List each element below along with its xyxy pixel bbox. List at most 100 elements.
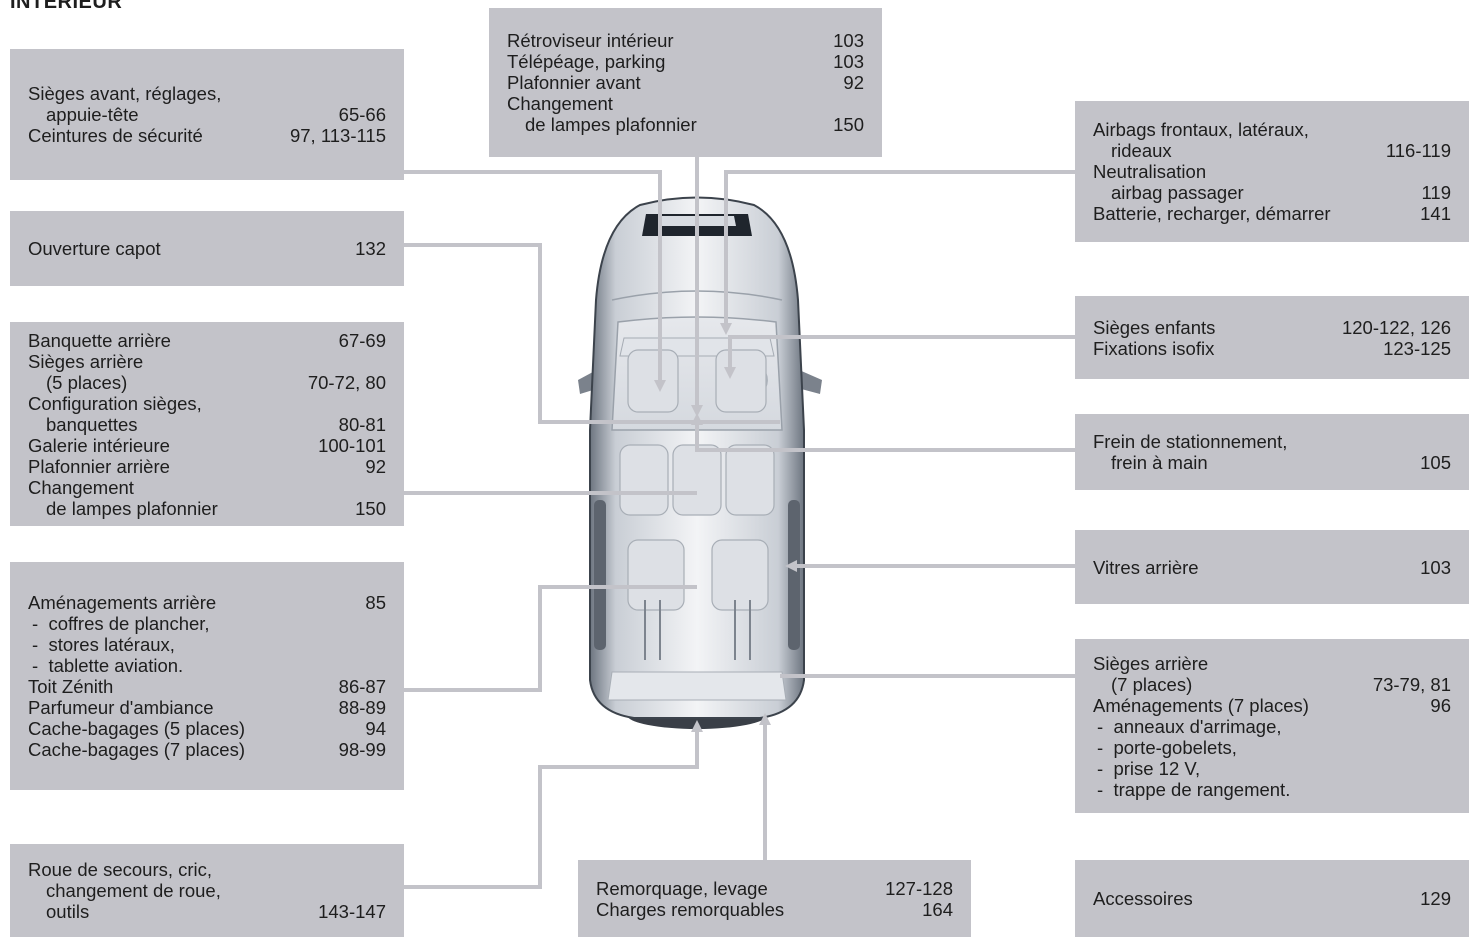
reference-entry: - anneaux d'arrimage,	[1093, 716, 1451, 737]
reference-entry: Changement	[507, 93, 864, 114]
entry-label: Neutralisation	[1093, 161, 1207, 182]
entry-page-ref: 105	[1420, 452, 1451, 473]
reference-entry: Fixations isofix 123-125	[1093, 338, 1451, 359]
reference-entry: Airbags frontaux, latéraux,	[1093, 119, 1451, 140]
entry-label: - prise 12 V,	[1097, 757, 1201, 779]
entry-page-ref: 127-128	[885, 877, 953, 899]
entry-label: Changement	[28, 476, 134, 498]
reference-entry: Batterie, recharger, démarrer 141	[1093, 203, 1451, 224]
entry-label: Aménagements arrière	[28, 592, 217, 613]
entry-label: Sièges avant, réglages,	[28, 83, 222, 104]
reference-entry: Parfumeur d'ambiance 88-89	[28, 697, 386, 718]
reference-entry: Aménagements (7 places) 96	[1093, 695, 1451, 716]
entry-page-ref: 103	[833, 30, 864, 51]
entry-label: - tablette aviation.	[32, 655, 184, 676]
reference-entry: Remorquage, levage 127-128	[596, 878, 953, 899]
entry-label: Ceintures de sécurité	[28, 125, 203, 146]
reference-entry: Télépéage, parking 103	[507, 51, 864, 72]
entry-page-ref: 92	[843, 72, 864, 93]
entry-page-ref: 96	[1430, 694, 1451, 716]
entry-label: Sièges arrière	[1093, 652, 1209, 674]
reference-entry: (7 places) 73-79, 81	[1093, 674, 1451, 695]
entry-page-ref: 73-79, 81	[1372, 673, 1451, 695]
entry-page-ref: 132	[355, 238, 386, 259]
reference-entry: Cache-bagages (7 places)98-99	[28, 739, 386, 760]
entry-label: Cache-bagages (5 places)	[28, 718, 245, 739]
entry-label: Vitres arrière	[1093, 556, 1199, 578]
entry-page-ref: 129	[1420, 888, 1451, 909]
entry-label: Sièges arrière	[28, 350, 144, 372]
entry-label: Galerie intérieure	[28, 434, 170, 456]
reference-entry: Sièges avant, réglages,	[28, 83, 386, 104]
entry-page-ref: 116-119	[1385, 140, 1451, 161]
entry-label: banquettes	[46, 413, 138, 435]
entry-page-ref: 70-72, 80	[307, 371, 386, 393]
entry-label: (7 places)	[1111, 673, 1193, 695]
reference-entry: Roue de secours, cric,	[28, 859, 386, 880]
entry-page-ref: 65-66	[338, 104, 386, 125]
reference-entry: Sièges enfants 120-122, 126	[1093, 317, 1451, 338]
entry-label: Toit Zénith	[28, 676, 114, 697]
reference-entry: outils 143-147	[28, 901, 386, 922]
entry-page-ref: 67-69	[338, 329, 386, 351]
entry-page-ref: 150	[355, 497, 386, 519]
entry-label: Aménagements (7 places)	[1093, 694, 1309, 716]
reference-entry: - coffres de plancher,	[28, 613, 386, 634]
reference-entry: appuie-tête 65-66	[28, 104, 386, 125]
entry-label: Remorquage, levage	[596, 877, 768, 899]
box-rear-fittings: Aménagements arrière 85 - coffres de planc…	[10, 562, 404, 790]
reference-entry: - trappe de rangement.	[1093, 779, 1451, 800]
entry-page-ref: 88-89	[338, 697, 386, 718]
entry-page-ref: 103	[833, 51, 864, 72]
reference-entry: de lampes plafonnier 150	[507, 114, 864, 135]
entry-label: de lampes plafonnier	[46, 497, 218, 519]
reference-entry: (5 places) 70-72, 80	[28, 372, 386, 393]
entry-page-ref: 123-125	[1383, 337, 1451, 359]
entry-label: Frein de stationnement,	[1093, 431, 1288, 452]
entry-label: (5 places)	[46, 371, 128, 393]
entry-label: Sièges enfants	[1093, 316, 1216, 338]
entry-label: Télépéage, parking	[507, 51, 666, 72]
entry-page-ref: 150	[833, 114, 864, 135]
entry-page-ref: 98-99	[338, 739, 386, 760]
entry-label: de lampes plafonnier	[525, 114, 697, 135]
leader-lines	[404, 157, 1075, 889]
entry-label: Charges remorquables	[596, 898, 785, 920]
reference-entry: - tablette aviation.	[28, 655, 386, 676]
entry-label: Airbags frontaux, latéraux,	[1093, 119, 1309, 140]
entry-page-ref: 80-81	[338, 413, 386, 435]
entry-label: Fixations isofix	[1093, 337, 1215, 359]
entry-label: - coffres de plancher,	[32, 613, 210, 634]
entry-label: appuie-tête	[46, 104, 139, 125]
entry-label: Parfumeur d'ambiance	[28, 697, 214, 718]
entry-label: outils	[46, 901, 90, 922]
reference-entry: changement de roue,	[28, 880, 386, 901]
entry-page-ref: 120-122, 126	[1341, 316, 1451, 338]
entry-page-ref: 143-147	[318, 901, 386, 922]
reference-entry: Aménagements arrière 85	[28, 592, 386, 613]
entry-page-ref: 94	[365, 718, 386, 739]
entry-label: Rétroviseur intérieur	[507, 30, 674, 51]
entry-label: Batterie, recharger, démarrer	[1093, 203, 1331, 224]
entry-label: Plafonnier arrière	[28, 455, 170, 477]
entry-page-ref: 97, 113-115	[289, 125, 386, 146]
reference-entry: banquettes 80-81	[28, 414, 386, 435]
entry-label: Accessoires	[1093, 888, 1193, 909]
entry-page-ref: 85	[365, 592, 386, 613]
entry-page-ref: 141	[1420, 203, 1451, 224]
reference-entry: Ceintures de sécurité 97, 113-115	[28, 125, 386, 146]
